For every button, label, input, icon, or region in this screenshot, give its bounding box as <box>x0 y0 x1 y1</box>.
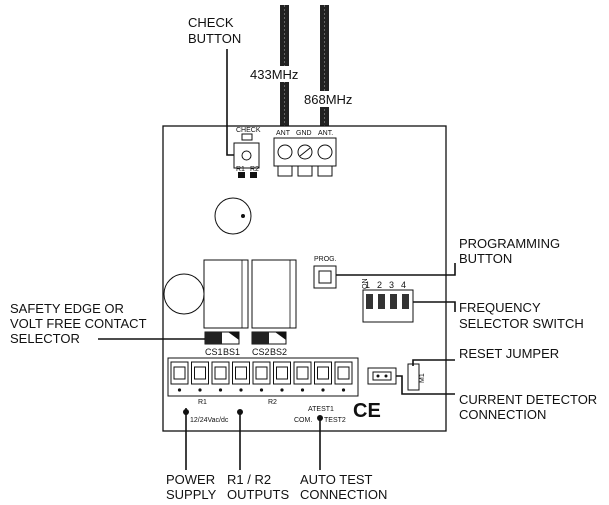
screw-terminal[interactable] <box>170 361 189 392</box>
board-ant2-label: ANT. <box>318 130 333 137</box>
screw-terminal[interactable] <box>293 361 312 392</box>
screw-terminal[interactable] <box>334 361 353 392</box>
safety-edge-label-line1: SAFETY EDGE OR <box>10 301 124 316</box>
outputs-label-line1: R1 / R2 <box>227 472 271 487</box>
reset-jumper[interactable] <box>407 363 420 391</box>
auto-test-label-line1: AUTO TEST <box>300 472 373 487</box>
outputs-dot <box>237 409 243 415</box>
dip-number-3: 3 <box>389 280 394 290</box>
check-button-cap <box>241 150 252 161</box>
board-ant-label: ANT <box>276 130 291 137</box>
selector-cs1-bs1[interactable] <box>204 331 240 345</box>
test2-label: TEST2 <box>324 417 346 424</box>
screw-terminal[interactable] <box>191 361 209 392</box>
terminal-r1-label: R1 <box>198 399 207 406</box>
programming-button-cap <box>318 270 332 284</box>
antenna-868-wire <box>320 5 329 153</box>
terminal-r2-label: R2 <box>268 399 277 406</box>
check-button-label-line1: CHECK <box>188 15 234 30</box>
dip-number-4: 4 <box>401 280 406 290</box>
antenna-433-label: 433MHz <box>250 67 298 82</box>
r1-led <box>238 172 245 178</box>
board-prog-label: PROG. <box>314 256 337 263</box>
frequency-dip-switch[interactable] <box>362 289 414 323</box>
safety-edge-label-line3: SELECTOR <box>10 331 80 346</box>
jumper-tag: M1 <box>419 373 426 383</box>
board-check-label: CHECK <box>236 127 261 134</box>
frequency-selector-label-line1: FREQUENCY <box>459 300 541 315</box>
atest1-label: ATEST1 <box>308 406 334 413</box>
auto-test-dot <box>317 415 323 421</box>
power-supply-label-line2: SUPPLY <box>166 487 217 502</box>
selector-cs1-label: CS1 <box>205 347 223 357</box>
selector-cs2-bs2[interactable] <box>251 331 287 345</box>
selector-bs2-label: BS2 <box>270 347 287 357</box>
label-868-bg <box>302 91 364 107</box>
antenna-terminal-block <box>273 137 337 177</box>
capacitor <box>163 273 205 315</box>
power-supply-label-line1: POWER <box>166 472 215 487</box>
current-detector-connector[interactable] <box>367 367 397 385</box>
screw-terminal[interactable] <box>211 361 230 392</box>
current-detector-label-line1: CURRENT DETECTOR <box>459 392 597 407</box>
selector-bs1-label: BS1 <box>223 347 240 357</box>
dip-on-label: ON <box>362 279 369 290</box>
selector-cs2-label: CS2 <box>252 347 270 357</box>
com-label: COM. <box>294 417 312 424</box>
buzzer-hole <box>241 214 245 218</box>
dip-number-2: 2 <box>377 280 382 290</box>
ce-mark: CE <box>353 400 381 422</box>
antenna-868-label: 868MHz <box>304 92 352 107</box>
programming-button-label-line2: BUTTON <box>459 251 512 266</box>
safety-edge-label-line2: VOLT FREE CONTACT <box>10 316 147 331</box>
leader-lines <box>98 49 456 470</box>
screw-terminal[interactable] <box>273 361 291 392</box>
board-r1-label: R1 <box>236 166 245 173</box>
auto-test-label-line2: CONNECTION <box>300 487 387 502</box>
check-button-label-line2: BUTTON <box>188 31 241 46</box>
programming-button-label-line1: PROGRAMMING <box>459 236 560 251</box>
board-gnd-label: GND <box>296 130 312 137</box>
check-led <box>241 133 253 141</box>
label-433-bg <box>248 66 306 82</box>
power-marking: 12/24Vac/dc <box>190 417 229 424</box>
screw-terminal[interactable] <box>252 361 271 392</box>
power-supply-dot <box>183 409 189 415</box>
reset-jumper-label: RESET JUMPER <box>459 346 559 361</box>
board-r2-label: R2 <box>250 166 259 173</box>
r2-led <box>250 172 257 178</box>
relay-2 <box>251 259 297 329</box>
screw-terminal[interactable] <box>314 361 332 392</box>
frequency-selector-label-line2: SELECTOR SWITCH <box>459 316 584 331</box>
outputs-label-line2: OUTPUTS <box>227 487 289 502</box>
dip-number-1: 1 <box>365 280 370 290</box>
relay-1 <box>203 259 249 329</box>
current-detector-label-line2: CONNECTION <box>459 407 546 422</box>
buzzer <box>214 197 252 235</box>
screw-terminal[interactable] <box>232 361 250 392</box>
terminal-strip <box>167 357 359 397</box>
